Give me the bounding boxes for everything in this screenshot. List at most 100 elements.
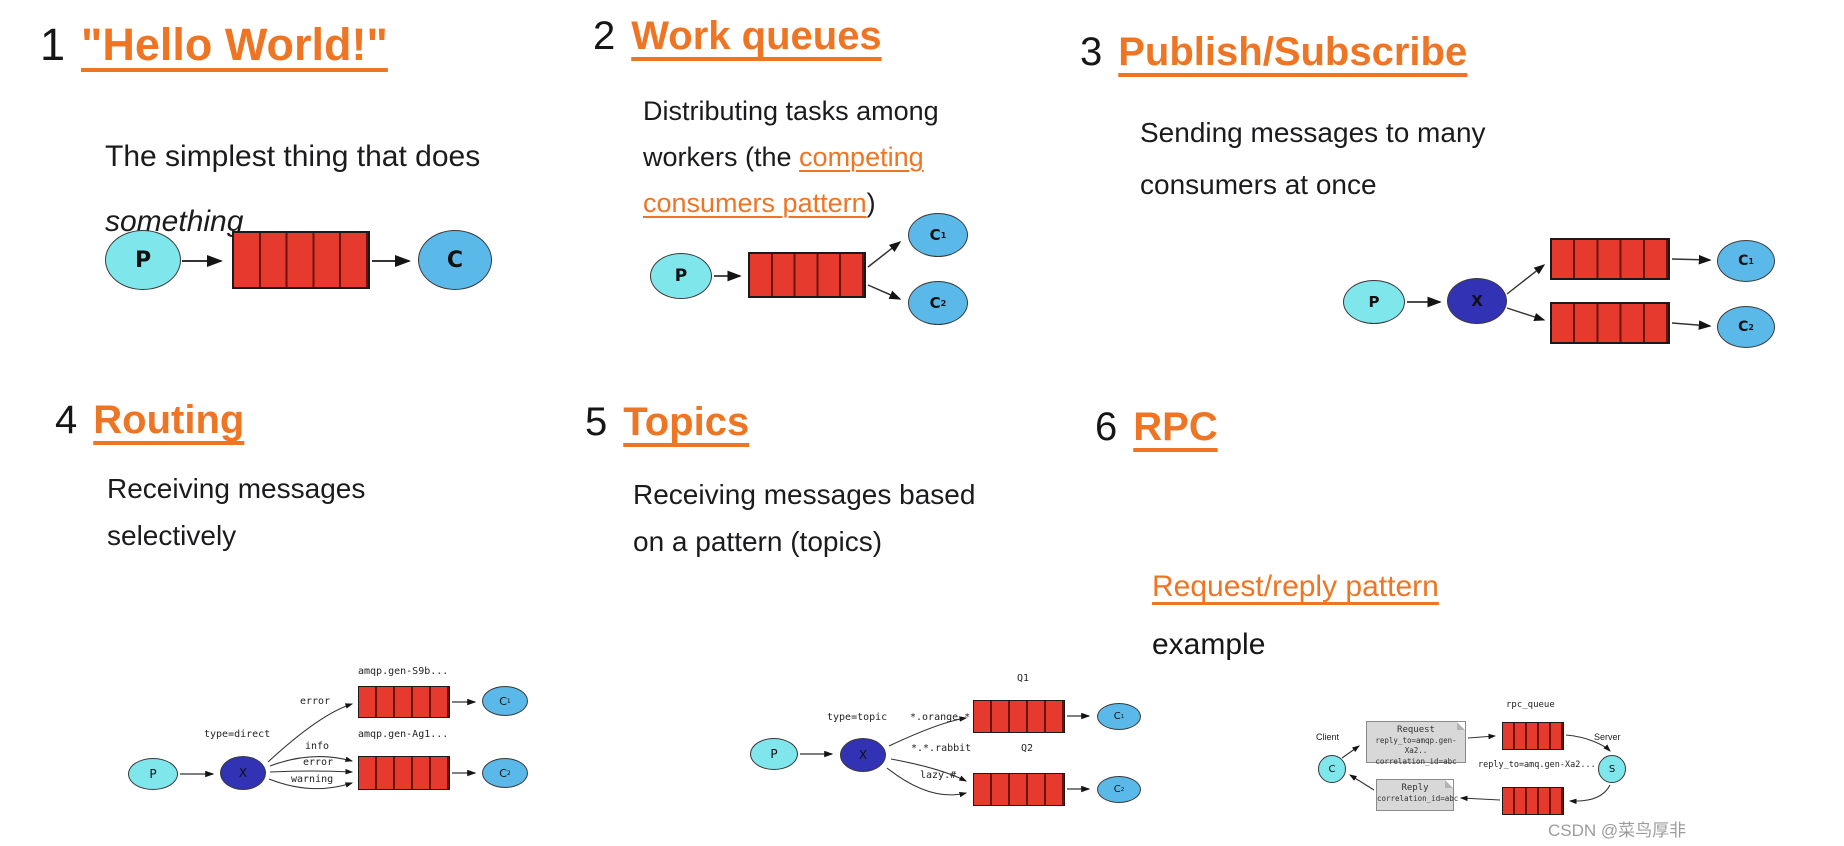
node-label: P <box>134 247 152 273</box>
server-label: Server <box>1594 732 1621 742</box>
section-heading: 4 Routing <box>55 398 575 443</box>
queue-2-name: Q2 <box>1021 743 1034 754</box>
node-subscript: 1 <box>940 230 947 240</box>
node-label: C <box>499 694 507 708</box>
section-work-queues: 2 Work queues Distributing tasks among w… <box>593 14 1073 384</box>
request-correlation-id: correlation_id=abc <box>1375 756 1457 766</box>
queue-1-name: Q1 <box>1017 673 1030 684</box>
work-queues-link[interactable]: Work queues <box>631 14 882 58</box>
node-subscript: 2 <box>1120 786 1125 793</box>
reply-to-label: reply_to=amq.gen-Xa2... <box>1478 760 1596 770</box>
section-description: Receiving messages selectively <box>107 472 366 552</box>
node-subscript: 2 <box>940 298 947 308</box>
node-label: C <box>1113 784 1121 795</box>
node-label: P <box>149 767 157 781</box>
section-rpc: 6 RPC Request/reply pattern example rpc_… <box>1095 405 1795 835</box>
consumer-node: C <box>418 230 492 290</box>
section-number: 3 <box>1080 30 1103 74</box>
section-number: 1 <box>40 19 66 70</box>
node-label: C <box>1738 253 1749 269</box>
routing-link[interactable]: Routing <box>93 398 245 442</box>
node-label: X <box>238 766 248 780</box>
node-label: C <box>1738 319 1749 335</box>
producer-node: P <box>105 230 181 290</box>
queue-1 <box>358 686 450 718</box>
hello-world-link[interactable]: "Hello World!" <box>81 19 388 70</box>
exchange-type-label: type=topic <box>827 712 888 723</box>
binding-label-error: error <box>303 757 334 768</box>
section-routing: 4 Routing Receiving messages selectively… <box>55 398 575 828</box>
producer-node: P <box>1343 280 1405 324</box>
section-description: example <box>1152 628 1266 662</box>
section-number: 2 <box>593 14 616 58</box>
publish-subscribe-link[interactable]: Publish/Subscribe <box>1118 30 1468 74</box>
section-description: The simplest thing that does something <box>105 125 555 254</box>
queue-1-name: amqp.gen-S9b... <box>358 666 449 677</box>
node-subscript: 2 <box>1748 322 1754 332</box>
producer-node: P <box>128 758 178 790</box>
link-line: Request/reply pattern <box>1152 570 1795 605</box>
client-label: Client <box>1316 732 1340 742</box>
node-label: C <box>929 226 941 244</box>
node-label: X <box>1471 292 1483 310</box>
section-number: 4 <box>55 398 78 442</box>
section-hello-world: 1 "Hello World!" The simplest thing that… <box>40 19 600 390</box>
exchange-node: X <box>220 756 266 790</box>
rpc-diagram: rpc_queue Client Server Request reply_to… <box>1310 695 1730 825</box>
request-reply-to: reply_to=amqp.gen-Xa2.. <box>1375 736 1457 756</box>
reply-correlation-id: correlation_id=abc <box>1377 794 1459 804</box>
exchange-type-label: type=direct <box>204 729 271 740</box>
queue-2-name: amqp.gen-Ag1... <box>358 729 449 740</box>
node-subscript: 1 <box>1748 256 1754 266</box>
node-label: C <box>499 766 507 780</box>
description-text: ) <box>866 187 876 218</box>
reply-title: Reply <box>1401 783 1429 793</box>
section-description: Distributing tasks among workers (the co… <box>643 89 978 227</box>
section-heading: 1 "Hello World!" <box>40 19 600 70</box>
node-label: C <box>1328 763 1336 775</box>
rpc-link[interactable]: RPC <box>1133 405 1218 449</box>
node-label: P <box>674 266 688 286</box>
reply-note: Reply correlation_id=abc <box>1376 779 1459 811</box>
node-label: C <box>929 294 941 312</box>
node-label: P <box>770 747 778 761</box>
topics-link[interactable]: Topics <box>623 400 750 444</box>
node-label: P <box>1368 293 1380 311</box>
section-heading: 3 Publish/Subscribe <box>1080 30 1810 75</box>
section-number: 5 <box>585 400 608 444</box>
request-reply-pattern-link[interactable]: Request/reply pattern <box>1152 569 1439 603</box>
queue <box>748 252 866 298</box>
producer-node: P <box>650 253 712 299</box>
request-note: Request reply_to=amqp.gen-Xa2.. correlat… <box>1366 721 1466 766</box>
client-node: C <box>1318 755 1346 783</box>
node-subscript: 1 <box>1120 713 1125 720</box>
csdn-watermark: CSDN @菜鸟厚非 <box>1548 821 1687 840</box>
section-number: 6 <box>1095 405 1118 449</box>
exchange-node: X <box>1447 278 1507 324</box>
node-subscript: 1 <box>506 697 511 705</box>
competing-consumers-link[interactable]: competing consumers pattern <box>643 141 924 218</box>
binding-label-error-top: error <box>300 696 331 707</box>
queue-2 <box>1550 302 1670 344</box>
binding-label-warning: warning <box>291 774 334 785</box>
exchange-node: X <box>840 738 886 772</box>
description-text: Distributing tasks among workers (the <box>643 95 939 172</box>
section-heading: 5 Topics <box>585 400 1165 445</box>
section-description: Sending messages to many consumers at on… <box>1140 116 1486 200</box>
reply-queue <box>1502 787 1564 815</box>
section-heading: 2 Work queues <box>593 14 1073 59</box>
section-topics: 5 Topics Receiving messages based on a p… <box>585 400 1165 830</box>
hello-world-diagram: P C <box>100 222 500 300</box>
binding-label-lazy: lazy.# <box>920 770 957 781</box>
